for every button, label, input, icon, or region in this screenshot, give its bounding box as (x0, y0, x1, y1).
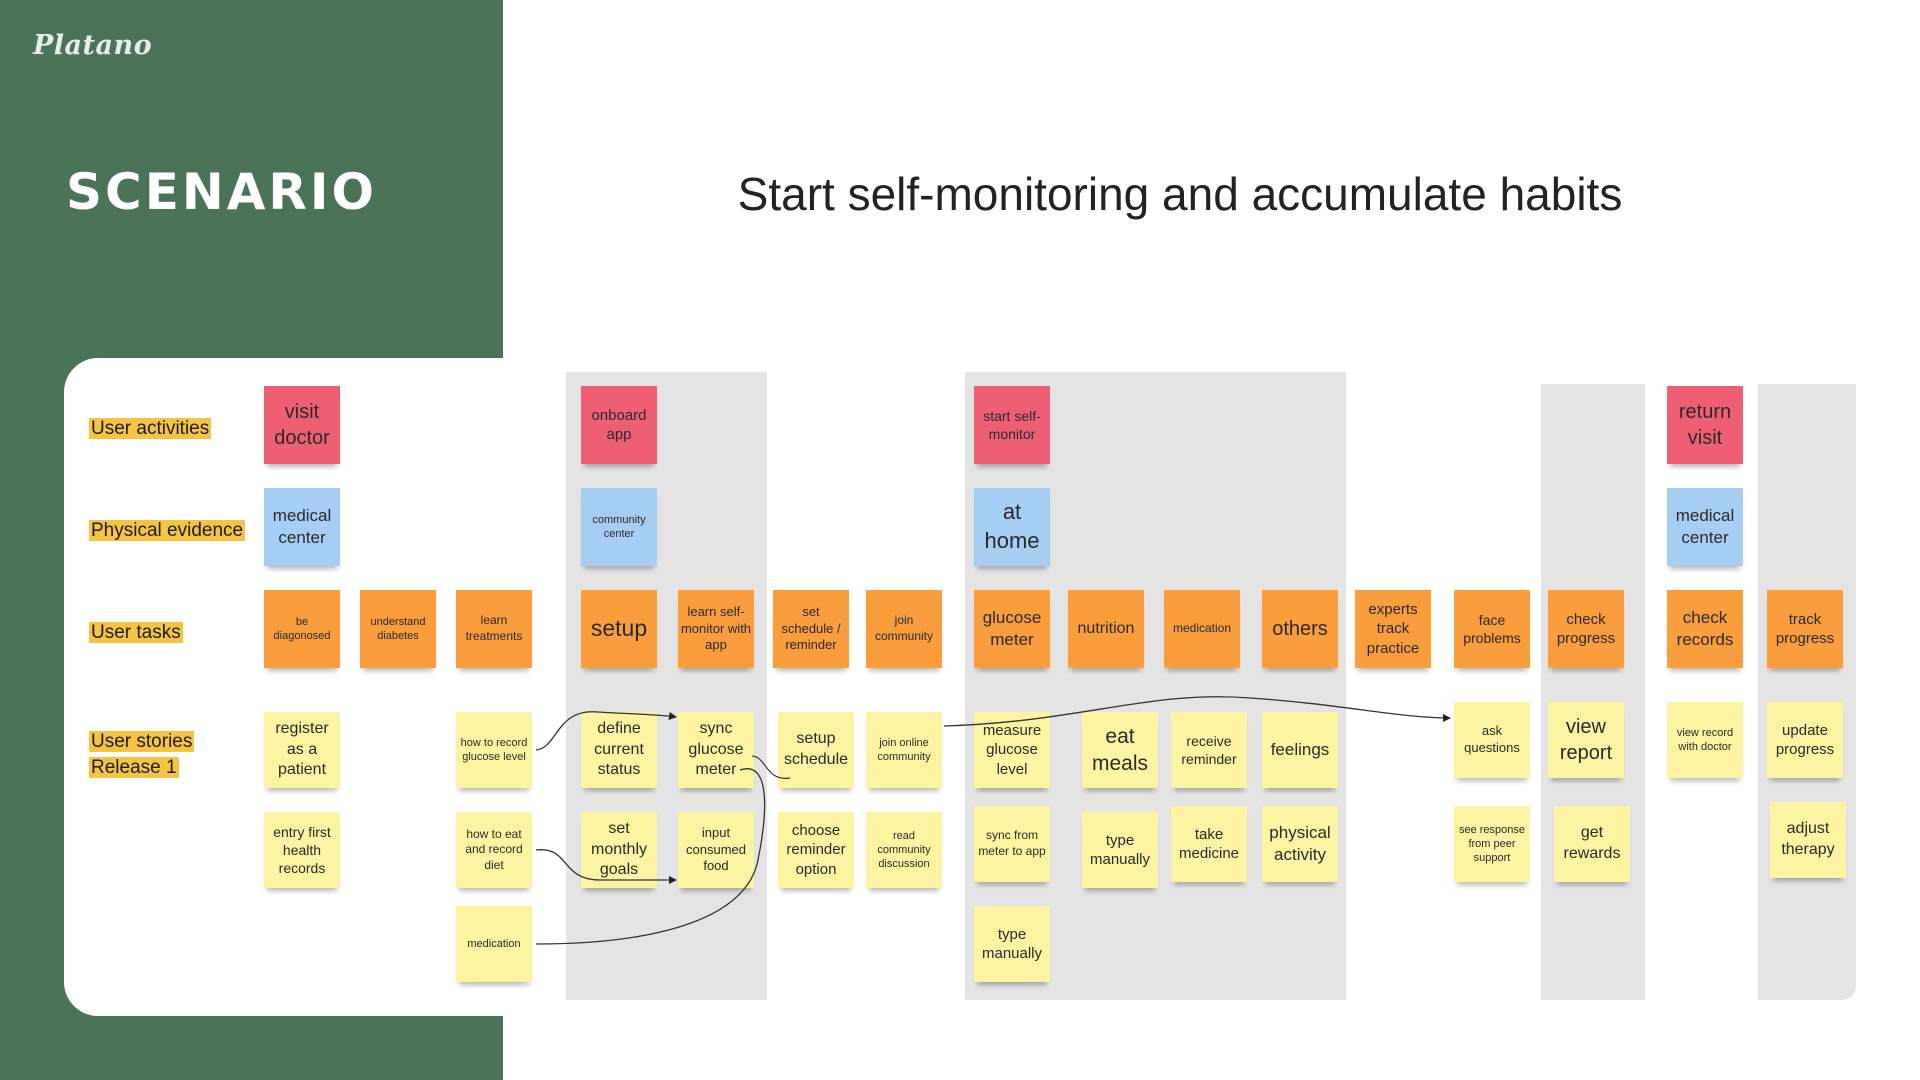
sticky-note-story[interactable]: type manually (1082, 812, 1158, 888)
sticky-note-task[interactable]: setup (581, 590, 657, 668)
sticky-note-story[interactable]: join online community (866, 712, 942, 788)
row-label-evidence: Physical evidence (89, 520, 246, 541)
sticky-note-story[interactable]: medication (456, 906, 532, 982)
sticky-note-story[interactable]: sync from meter to app (974, 806, 1050, 882)
column-onboard (566, 372, 767, 1000)
sticky-note-story[interactable]: type manually (974, 906, 1050, 982)
sticky-note-story[interactable]: feelings (1262, 712, 1338, 788)
page-title: Start self-monitoring and accumulate hab… (737, 168, 1623, 220)
sticky-note-task[interactable]: learn treatments (456, 590, 532, 668)
column-track-progress (1758, 384, 1856, 1000)
sticky-note-story[interactable]: view record with doctor (1667, 702, 1743, 778)
sticky-note-story[interactable]: see response from peer support (1454, 806, 1530, 882)
sticky-note-story[interactable]: take medicine (1171, 806, 1247, 882)
sticky-note-task[interactable]: glucose meter (974, 590, 1050, 668)
sticky-note-task[interactable]: understand diabetes (360, 590, 436, 668)
sticky-note-story[interactable]: define current status (581, 712, 657, 788)
sticky-note-activity[interactable]: start self-monitor (974, 386, 1050, 464)
sticky-note-evidence[interactable]: medical center (264, 488, 340, 566)
sticky-note-story[interactable]: measure glucose level (974, 712, 1050, 788)
sticky-note-story[interactable]: update progress (1767, 702, 1843, 778)
sticky-note-story[interactable]: how to eat and record diet (456, 812, 532, 888)
sticky-note-story[interactable]: physical activity (1262, 806, 1338, 882)
sticky-note-task[interactable]: track progress (1767, 590, 1843, 668)
sticky-note-task[interactable]: medication (1164, 590, 1240, 668)
brand-logo: Platano (33, 30, 153, 61)
sticky-note-task[interactable]: join community (866, 590, 942, 668)
row-label-activities: User activities (89, 418, 212, 439)
sticky-note-task[interactable]: check records (1667, 590, 1743, 668)
sticky-note-story[interactable]: view report (1548, 702, 1624, 778)
sticky-note-task[interactable]: check progress (1548, 590, 1624, 668)
sticky-note-task[interactable]: be diagonosed (264, 590, 340, 668)
sticky-note-story[interactable]: input consumed food (678, 812, 754, 888)
sticky-note-task[interactable]: set schedule / reminder (773, 590, 849, 668)
sticky-note-activity[interactable]: onboard app (581, 386, 657, 464)
sticky-note-story[interactable]: adjust therapy (1770, 802, 1846, 878)
sticky-note-story[interactable]: setup schedule (778, 712, 854, 788)
column-self-monitor (965, 372, 1346, 1000)
sticky-note-activity[interactable]: visit doctor (264, 386, 340, 464)
column-check-progress (1541, 384, 1645, 1000)
sticky-note-story[interactable]: read community discussion (866, 812, 942, 888)
sticky-note-evidence[interactable]: medical center (1667, 488, 1743, 566)
sticky-note-activity[interactable]: return visit (1667, 386, 1743, 464)
sticky-note-story[interactable]: entry first health records (264, 812, 340, 888)
sticky-note-evidence[interactable]: at home (974, 488, 1050, 566)
sticky-note-story[interactable]: receive reminder (1171, 712, 1247, 788)
sticky-note-story[interactable]: register as a patient (264, 712, 340, 788)
sticky-note-story[interactable]: get rewards (1554, 806, 1630, 882)
row-label-tasks: User tasks (89, 622, 183, 643)
sticky-note-evidence[interactable]: community center (581, 488, 657, 566)
sticky-note-task[interactable]: nutrition (1068, 590, 1144, 668)
sticky-note-task[interactable]: experts track practice (1355, 590, 1431, 668)
sticky-note-task[interactable]: others (1262, 590, 1338, 668)
sticky-note-task[interactable]: face problems (1454, 590, 1530, 668)
sticky-note-story[interactable]: ask questions (1454, 702, 1530, 778)
sticky-note-story[interactable]: eat meals (1082, 712, 1158, 788)
sticky-note-story[interactable]: sync glucose meter (678, 712, 754, 788)
sticky-note-task[interactable]: learn self-monitor with app (678, 590, 754, 668)
sticky-note-story[interactable]: set monthly goals (581, 812, 657, 888)
section-title: SCENARIO (66, 163, 378, 221)
sticky-note-story[interactable]: how to record glucose level (456, 712, 532, 788)
sticky-note-story[interactable]: choose reminder option (778, 812, 854, 888)
